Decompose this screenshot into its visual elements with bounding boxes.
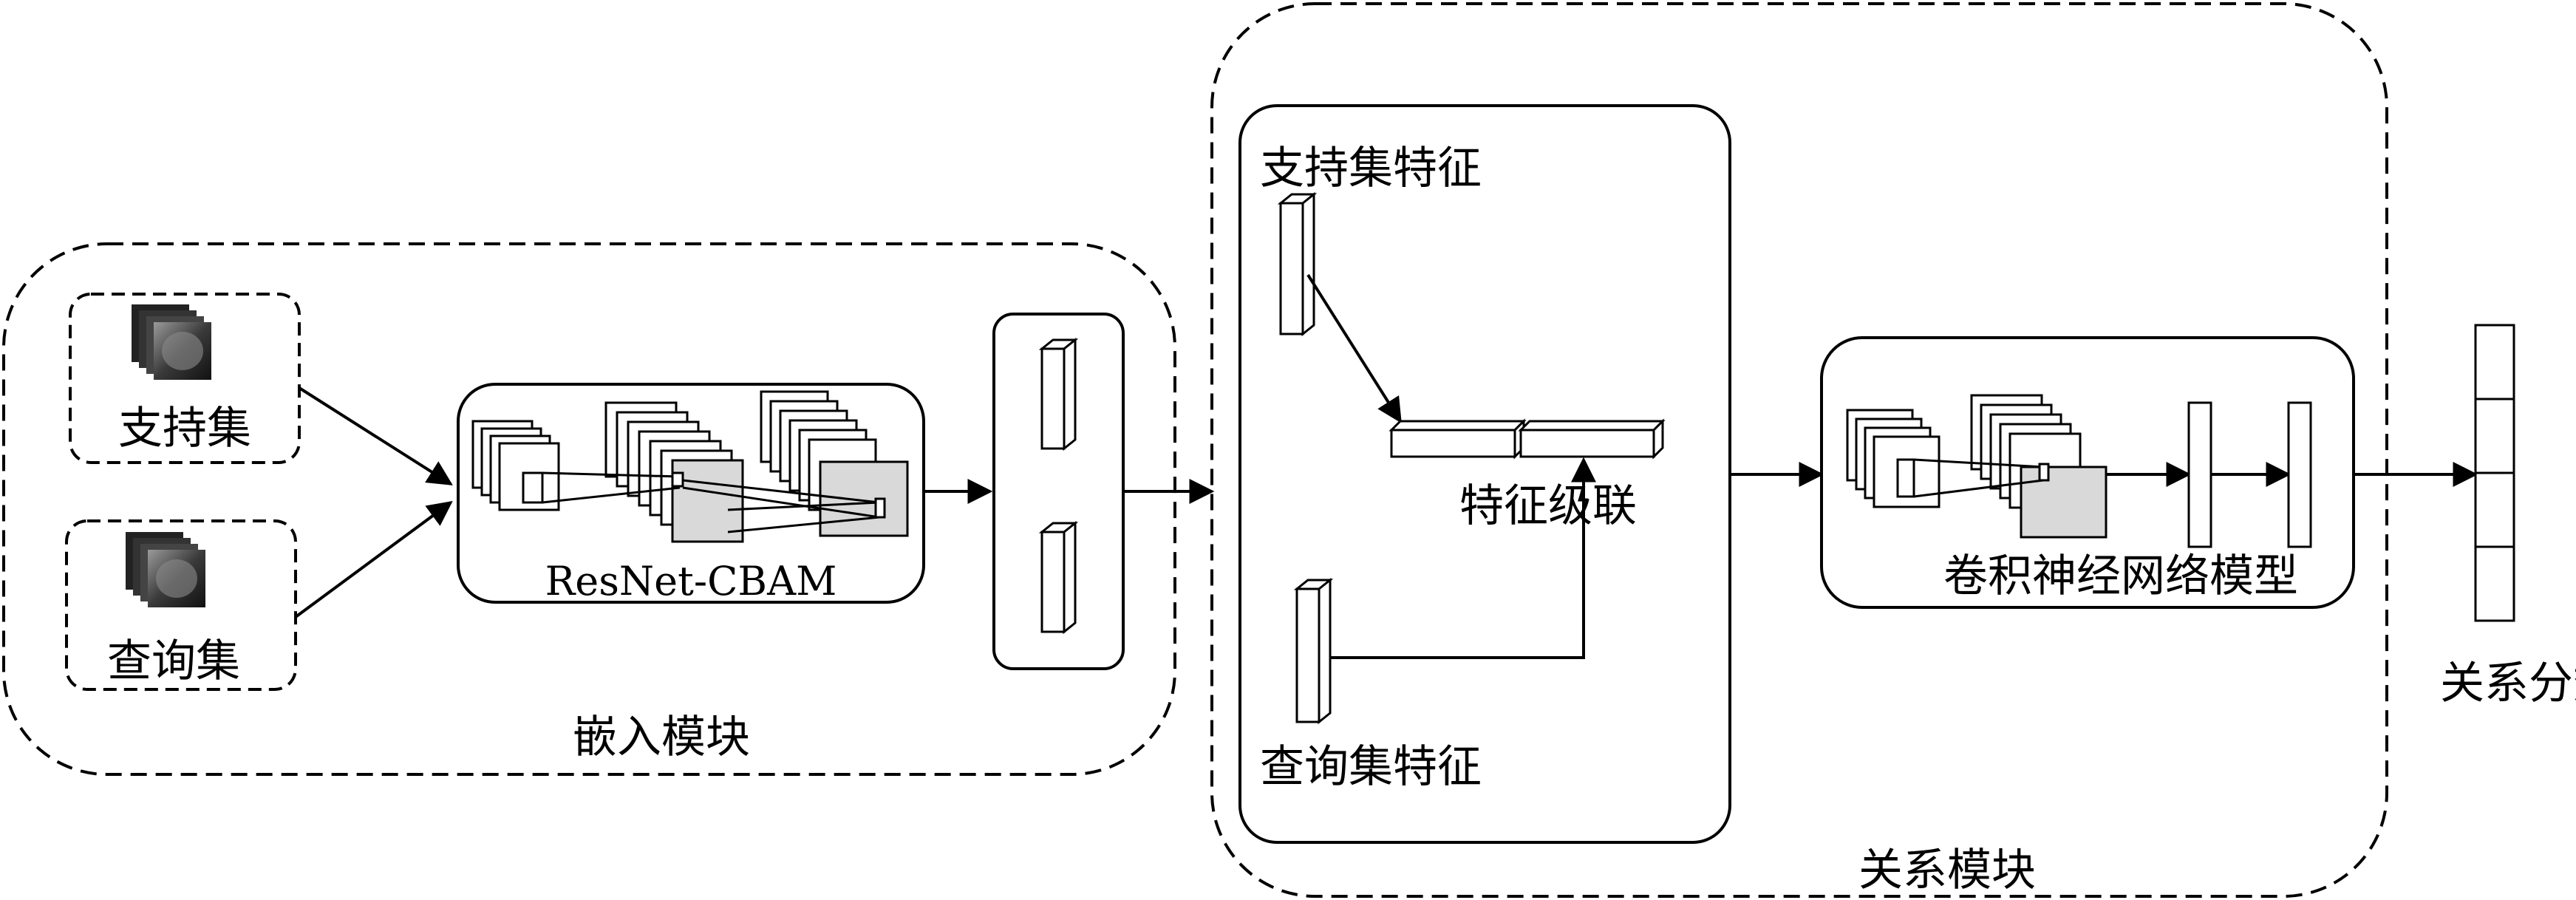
embedded-feature-box — [992, 313, 1125, 670]
fc-layer-2 — [2287, 401, 2312, 548]
cnn-layer-stack-2 — [1970, 394, 2108, 539]
resnet-cbam-label: ResNet-CBAM — [545, 558, 837, 604]
cnn-receptive-lines — [1913, 458, 2050, 498]
embedding-module-title: 嵌入模块 — [573, 712, 750, 763]
support-set-input: 支持集 — [69, 293, 301, 464]
support-to-concat-arrow — [1306, 273, 1402, 423]
relation-module-title: 关系模块 — [1858, 845, 2036, 896]
query-embedding-vector — [1038, 520, 1079, 635]
resnet-cbam-block: ResNet-CBAM — [457, 383, 925, 604]
support-embedding-vector — [1038, 337, 1079, 451]
query-to-backbone-arrow — [294, 500, 453, 618]
conv-layer-stack-2 — [604, 401, 744, 543]
support-feature-label: 支持集特征 — [1260, 143, 1482, 194]
fc-layer-1 — [2187, 401, 2212, 548]
query-set-input: 查询集 — [65, 519, 297, 691]
query-feature-vector — [1293, 577, 1334, 725]
concat-label: 特征级联 — [1459, 480, 1637, 532]
relation-module: 支持集特征 特征级联 查询集特征 — [1210, 2, 2388, 898]
support-feature-vector — [1277, 191, 1318, 337]
conv-layer-stack-1 — [471, 420, 560, 511]
feature-concat-panel: 支持集特征 特征级联 查询集特征 — [1238, 104, 1731, 844]
support-set-label: 支持集 — [118, 403, 251, 454]
query-to-concat-arrow — [1330, 457, 1596, 659]
relation-score-output: 关系分数 — [2440, 324, 2576, 709]
relation-score-label: 关系分数 — [2440, 658, 2576, 709]
support-set-image-stack-icon — [132, 304, 211, 380]
receptive-field-lines — [542, 471, 886, 533]
cnn-label: 卷积神经网络模型 — [1943, 550, 2298, 602]
relation-score-vector — [2474, 324, 2515, 622]
support-to-backbone-arrow — [298, 386, 453, 485]
query-feature-label: 查询集特征 — [1260, 741, 1482, 793]
query-set-image-stack-icon — [126, 532, 205, 607]
concatenated-feature-vector — [1388, 418, 1666, 460]
query-set-label: 查询集 — [107, 635, 240, 687]
relation-cnn-block: 卷积神经网络模型 — [1820, 336, 2355, 609]
relation-module-boundary — [1210, 2, 2388, 898]
embedding-module-boundary — [2, 242, 1176, 776]
embedding-module: 支持集 查询集 — [2, 242, 1176, 776]
conv-layer-stack-3 — [760, 390, 909, 537]
cnn-layer-stack-1 — [1846, 409, 1940, 508]
